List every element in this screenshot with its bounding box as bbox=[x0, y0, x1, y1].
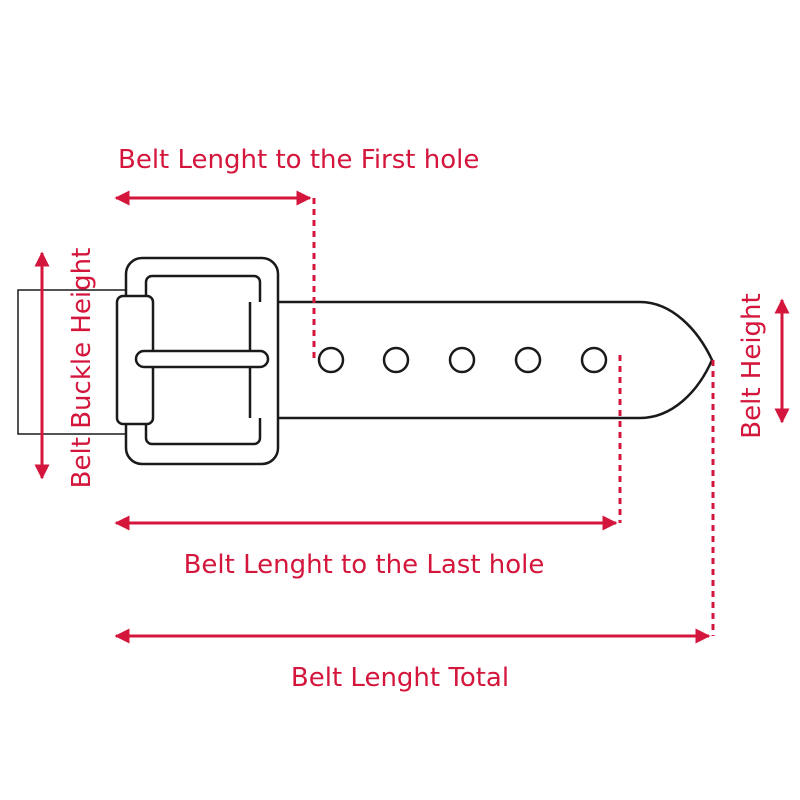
total-length-label: Belt Lenght Total bbox=[291, 663, 509, 693]
belt-hole bbox=[514, 346, 542, 374]
first-hole-label: Belt Lenght to the First hole bbox=[118, 145, 479, 175]
buckle-prong bbox=[134, 349, 270, 369]
buckle-height-label: Belt Buckle Height bbox=[67, 248, 97, 489]
buckle-height-bracket bbox=[17, 289, 125, 435]
belt-hole bbox=[317, 346, 345, 374]
buckle-frame bbox=[115, 256, 280, 466]
belt-hole bbox=[382, 346, 410, 374]
last-hole-label: Belt Lenght to the Last hole bbox=[184, 550, 545, 580]
belt-hole bbox=[580, 346, 608, 374]
belt-holes bbox=[317, 346, 608, 374]
belt-hole bbox=[448, 346, 476, 374]
belt-height-label: Belt Height bbox=[737, 293, 767, 438]
